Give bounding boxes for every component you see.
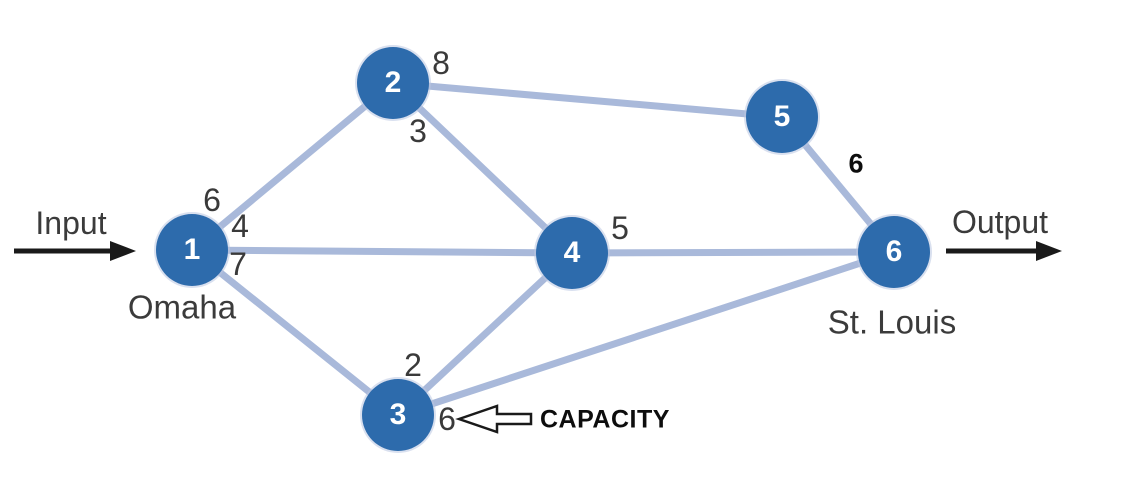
capacity-label: CAPACITY	[540, 405, 670, 434]
node-1-city-label: Omaha	[127, 288, 237, 326]
edge-3-6	[394, 248, 898, 419]
input-arrow-icon	[14, 241, 136, 261]
edge-1-3	[188, 246, 402, 419]
node-2: 2	[357, 47, 429, 119]
edge-2-4-capacity: 3	[409, 113, 427, 149]
input-label: Input	[35, 205, 107, 241]
node-6-city-label: St. Louis	[827, 303, 957, 341]
node-5: 5	[746, 81, 818, 153]
edge-5-6-capacity: 6	[848, 148, 864, 179]
edge-3-4-capacity: 2	[404, 347, 422, 383]
edge-1-3-capacity: 7	[229, 246, 247, 282]
node-6: 6	[858, 216, 930, 288]
output-label: Output	[951, 204, 1049, 240]
node-4: 4	[536, 217, 608, 289]
edge-2-5-capacity: 8	[432, 45, 450, 81]
node-1: 1	[156, 214, 228, 286]
edge-4-6-capacity: 5	[611, 210, 629, 246]
edge-3-6-capacity: 6	[438, 401, 456, 437]
edge-2-4	[389, 79, 576, 257]
node-3: 3	[362, 379, 434, 451]
edge-1-2	[188, 79, 397, 254]
edge-2-5	[389, 79, 786, 121]
capacity-arrow-icon	[455, 404, 533, 434]
edge-1-4	[188, 246, 576, 257]
edge-3-4	[394, 249, 576, 419]
edge-1-4-capacity: 4	[231, 208, 249, 244]
edge-4-6	[568, 248, 898, 257]
output-arrow-icon	[946, 241, 1062, 261]
edge-1-2-capacity: 6	[203, 182, 221, 218]
